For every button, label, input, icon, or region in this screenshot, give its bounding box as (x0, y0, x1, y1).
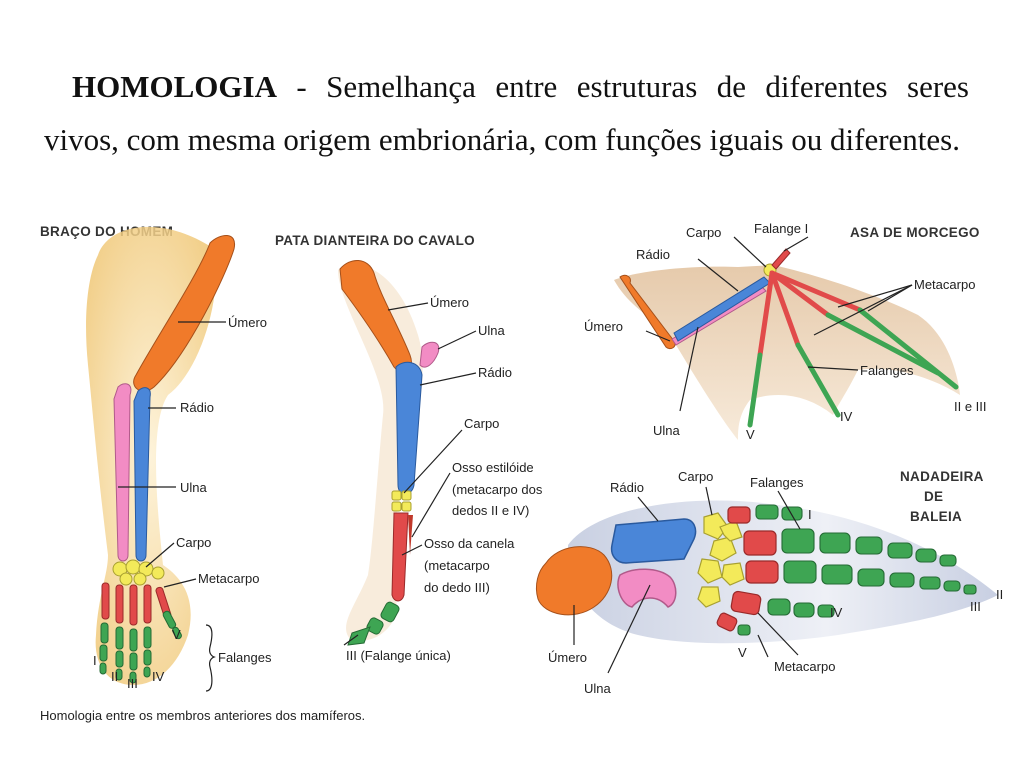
homology-figure: BRAÇO DO HOMEM (38, 215, 1013, 730)
whale-title-3: BALEIA (910, 509, 962, 524)
horse-label-carpo: Carpo (464, 416, 499, 431)
horse-label-estiloide-3: dedos II e IV) (452, 503, 529, 518)
definition-paragraph: HOMOLOGIA - Semelhança entre estruturas … (44, 60, 969, 166)
human-digit-iii: III (127, 676, 138, 691)
horse-ulna-bone (420, 342, 439, 367)
human-label-umero: Úmero (228, 315, 267, 330)
horse-label-umero: Úmero (430, 295, 469, 310)
whale-label-i: I (808, 507, 812, 522)
human-digit-iv: IV (152, 669, 165, 684)
bat-label-falange-i: Falange I (754, 221, 808, 236)
whale-label-ii: II (996, 587, 1003, 602)
whale-title-2: DE (924, 489, 943, 504)
bat-wing-membrane (614, 265, 960, 440)
horse-estiloide-bone (408, 515, 413, 555)
horse-leg: PATA DIANTEIRA DO CAVALO (275, 233, 543, 663)
whale-label-radio: Rádio (610, 480, 644, 495)
whale-label-carpo: Carpo (678, 469, 713, 484)
whale-label-v: V (738, 645, 747, 660)
bat-wing: ASA DE MORCEGO (584, 221, 987, 442)
whale-title-1: NADADEIRA (900, 469, 984, 484)
human-label-falanges: Falanges (218, 650, 272, 665)
human-label-ulna: Ulna (180, 480, 208, 495)
human-label-radio: Rádio (180, 400, 214, 415)
whale-radio-bone (612, 519, 696, 563)
human-arm: BRAÇO DO HOMEM (40, 224, 272, 691)
horse-label-falange: III (Falange única) (346, 648, 451, 663)
bat-wing-title: ASA DE MORCEGO (850, 225, 980, 240)
horse-leg-title: PATA DIANTEIRA DO CAVALO (275, 233, 475, 248)
bat-label-ii-iii: II e III (954, 399, 987, 414)
bat-label-umero: Úmero (584, 319, 623, 334)
horse-label-ulna: Ulna (478, 323, 506, 338)
horse-radio-bone (396, 362, 422, 494)
bat-label-ulna: Ulna (653, 423, 681, 438)
whale-label-iii: III (970, 599, 981, 614)
human-digit-i: I (93, 653, 97, 668)
horse-label-canela-2: (metacarpo (424, 558, 490, 573)
bat-label-v: V (746, 427, 755, 442)
horse-canela-bone (392, 513, 408, 601)
human-label-metacarpo: Metacarpo (198, 571, 259, 586)
whale-fin: NADADEIRA DE BALEIA (536, 469, 1003, 696)
horse-label-canela-3: do dedo III) (424, 580, 490, 595)
horse-label-radio: Rádio (478, 365, 512, 380)
whale-label-metacarpo: Metacarpo (774, 659, 835, 674)
human-digit-ii: II (111, 669, 118, 684)
horse-label-estiloide-1: Osso estilóide (452, 460, 534, 475)
figure-caption: Homologia entre os membros anteriores do… (40, 708, 365, 723)
human-digit-v: V (172, 627, 181, 642)
horse-label-estiloide-2: (metacarpo dos (452, 482, 543, 497)
bat-label-metacarpo: Metacarpo (914, 277, 975, 292)
definition-term: HOMOLOGIA (72, 69, 277, 104)
whale-label-umero: Úmero (548, 650, 587, 665)
bat-label-falanges: Falanges (860, 363, 914, 378)
definition-separator: - (277, 69, 326, 104)
human-label-carpo: Carpo (176, 535, 211, 550)
whale-label-falanges: Falanges (750, 475, 804, 490)
whale-label-ulna: Ulna (584, 681, 612, 696)
bat-label-radio: Rádio (636, 247, 670, 262)
whale-label-iv: IV (830, 605, 843, 620)
bat-label-iv: IV (840, 409, 853, 424)
bat-label-carpo: Carpo (686, 225, 721, 240)
horse-label-canela-1: Osso da canela (424, 536, 515, 551)
bat-falange-i-bone (772, 249, 790, 269)
